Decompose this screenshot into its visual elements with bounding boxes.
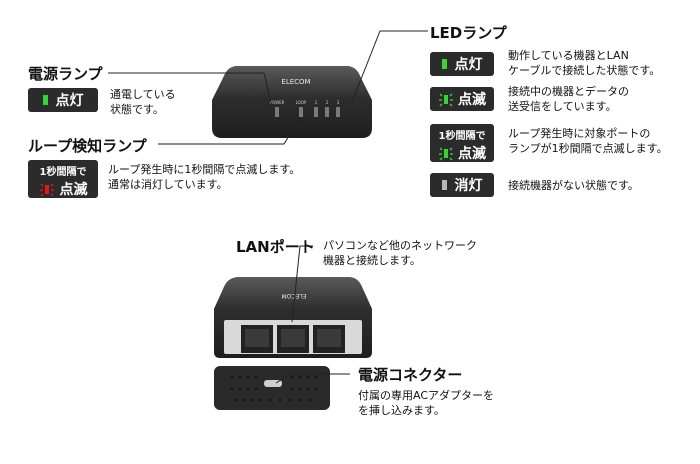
power-connector-desc: 付属の専用ACアダプターを を挿し込みます。 (358, 389, 495, 417)
grey-led-icon (441, 180, 447, 190)
loop-lamp-badge: 1秒間隔で 点滅 (28, 160, 98, 198)
lan-port-title: LANポート (236, 238, 315, 256)
green-blink-led-icon (439, 147, 453, 161)
led-state-off-badge: 消灯 (430, 173, 494, 197)
device-top-view: ELECOM POWER LOOP 1 2 3 (212, 66, 372, 138)
led-state-blink-desc: 接続中の機器とデータの 送受信をしています。 (508, 85, 629, 113)
loop-led-icon (299, 107, 303, 117)
loop-lamp-title: ループ検知ランプ (28, 137, 147, 155)
power-lamp-badge-label: 点灯 (55, 93, 84, 109)
loop-lamp-badge-top: 1秒間隔で (39, 167, 87, 178)
device-rear-view (214, 366, 330, 410)
device-front-view: ELECOM (214, 277, 372, 358)
led-state-loop-desc: ループ発生時に対象ポートの ランプが1秒間隔で点滅します。 (508, 127, 668, 155)
port3-led-icon (336, 107, 340, 117)
port1-led-icon (314, 107, 318, 117)
label-port-1: 1 (315, 100, 318, 105)
leader-power-connector (275, 373, 350, 384)
led-state-loop-badge: 1秒間隔で 点滅 (430, 124, 494, 162)
loop-lamp-desc: ループ発生時に1秒間隔で点滅します。 通常は消灯しています。 (108, 163, 301, 191)
label-port-2: 2 (326, 100, 329, 105)
leader-loop (158, 117, 301, 145)
loop-lamp-badge-label: 点滅 (59, 182, 88, 198)
power-lamp-desc: 通電している 状態です。 (110, 88, 176, 116)
power-lamp-title: 電源ランプ (28, 65, 103, 83)
led-state-on-desc: 動作している機器とLAN ケーブルで接続した状態です。 (508, 49, 661, 77)
led-state-on-badge: 点灯 (430, 52, 494, 76)
led-state-blink-badge: 点滅 (430, 87, 494, 111)
leader-lan (291, 245, 313, 323)
power-connector-title: 電源コネクター (358, 366, 463, 384)
label-port-3: 3 (337, 100, 340, 105)
device-brand-logo-back: ELECOM (281, 292, 306, 299)
device-brand-logo: ELECOM (281, 78, 310, 86)
label-loop: LOOP (296, 100, 307, 105)
led-lamp-title: LEDランプ (430, 24, 507, 42)
label-power: POWER (270, 100, 285, 105)
red-blink-led-icon (39, 183, 54, 197)
green-led-icon (42, 95, 48, 105)
green-led-icon (441, 59, 447, 69)
led-state-off-desc: 接続機器がない状態です。 (508, 179, 639, 192)
leader-power (108, 72, 273, 108)
port2-led-icon (325, 107, 329, 117)
green-blink-led-icon (439, 93, 453, 107)
power-lamp-badge: 点灯 (28, 88, 98, 112)
lan-port-desc: パソコンなど他のネットワーク 機器と接続します。 (323, 239, 477, 267)
power-led-icon (275, 107, 279, 117)
leader-led (351, 30, 428, 103)
